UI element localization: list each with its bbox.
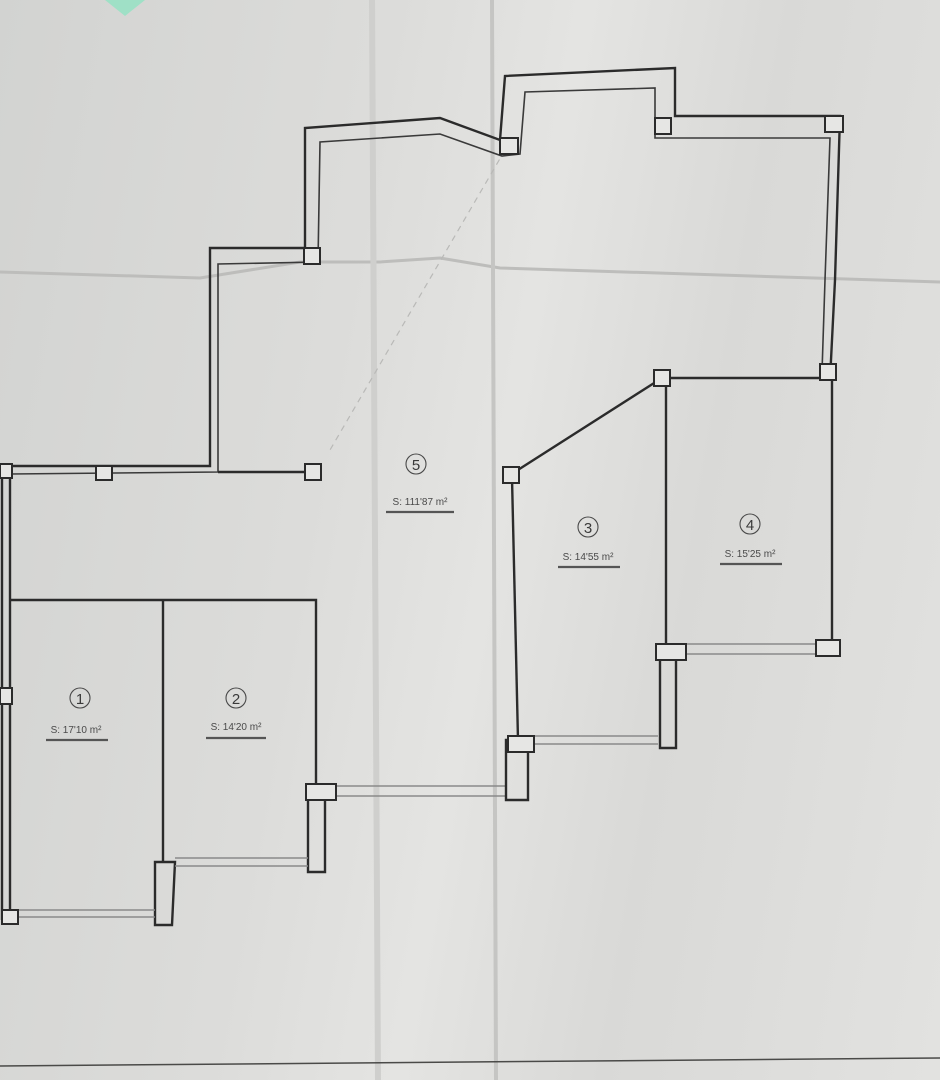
dashed-guide-line xyxy=(329,149,506,451)
room-1-window xyxy=(18,909,155,918)
column xyxy=(815,639,841,657)
rooms-3-4-top-wall xyxy=(509,376,828,477)
fold-line-vertical-left xyxy=(369,0,381,1080)
room-number-circle xyxy=(69,687,91,709)
column xyxy=(655,643,687,661)
corner-tab-shape xyxy=(105,0,145,16)
room-number: 1 xyxy=(76,691,84,708)
column xyxy=(95,465,113,481)
fold-line-vertical-right xyxy=(490,0,498,1080)
outer-wall-outline xyxy=(0,66,842,468)
room-number-circle xyxy=(577,516,599,538)
room-3-window xyxy=(532,735,658,745)
room-3-wall-stub xyxy=(658,648,678,750)
room-2-wall-stub xyxy=(306,788,327,874)
room-2-window xyxy=(175,857,308,867)
room-area: S: 14'55 m² xyxy=(563,552,614,563)
room-number: 5 xyxy=(412,457,420,474)
room-2-label: 2 S: 14'20 m² xyxy=(206,687,266,740)
room-number-circle xyxy=(225,687,247,709)
fold-line-horizontal xyxy=(0,256,940,284)
room-area: S: 111'87 m² xyxy=(393,497,449,508)
room-3-label: 3 S: 14'55 m² xyxy=(558,516,620,569)
rooms-1-2-top-wall xyxy=(10,598,318,790)
column xyxy=(304,463,322,481)
room-area: S: 15'25 m² xyxy=(725,549,776,560)
structural-columns xyxy=(0,115,844,925)
column xyxy=(502,466,520,484)
column xyxy=(507,735,535,753)
outer-wall-inner-line xyxy=(9,87,831,475)
column xyxy=(654,117,672,135)
room-number-circle xyxy=(405,453,427,475)
column xyxy=(824,115,844,133)
room-number: 3 xyxy=(584,520,592,537)
room-4-window xyxy=(686,643,820,655)
room-1-wall-stub xyxy=(153,860,177,927)
room-area: S: 14'20 m² xyxy=(211,722,262,733)
room-4-label: 4 S: 15'25 m² xyxy=(720,513,782,566)
column xyxy=(0,463,13,479)
column xyxy=(653,369,671,387)
room-number: 2 xyxy=(232,691,240,708)
room-5-label: 5 S: 111'87 m² xyxy=(386,453,454,514)
column xyxy=(303,247,321,265)
column xyxy=(819,363,837,381)
room-1-label: 1 S: 17'10 m² xyxy=(46,687,108,742)
column xyxy=(305,783,337,801)
column xyxy=(499,137,519,155)
sheet-bottom-edge xyxy=(0,1057,940,1067)
room-number-circle xyxy=(739,513,761,535)
column xyxy=(1,909,19,925)
central-opening xyxy=(335,785,505,797)
room-3-left-wall xyxy=(510,477,520,741)
room-number: 4 xyxy=(746,517,754,534)
column xyxy=(0,687,13,705)
room-area: S: 17'10 m² xyxy=(51,725,102,736)
